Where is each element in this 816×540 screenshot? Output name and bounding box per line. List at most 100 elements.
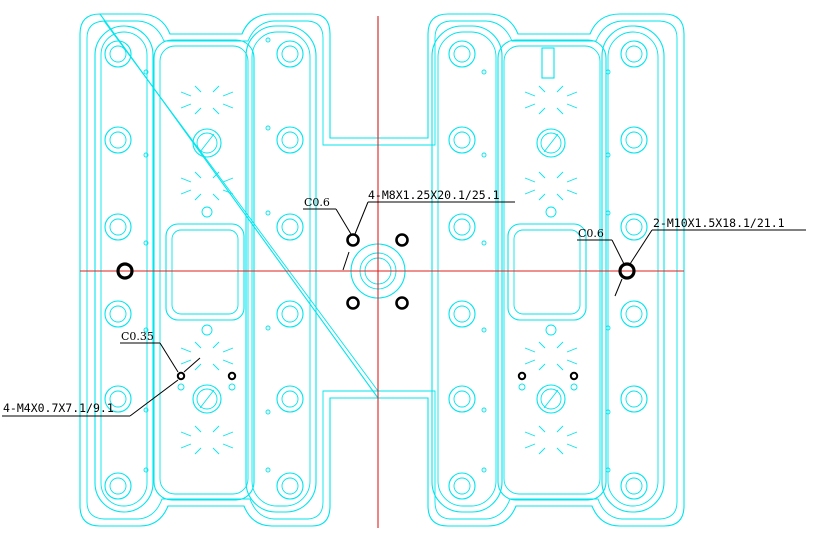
small-dot	[481, 327, 487, 333]
flow-mark	[180, 103, 192, 109]
bolt-boss-inner	[453, 131, 471, 149]
bolt-boss-inner	[625, 45, 643, 63]
m4-hole	[227, 371, 237, 381]
pocket-hole	[201, 206, 213, 218]
bolt-boss-inner	[625, 305, 643, 323]
flow-mark	[194, 107, 202, 115]
bolt-boss-outer	[620, 213, 648, 241]
chamfer-right-label: C0.6	[578, 227, 604, 240]
flow-mark	[180, 91, 192, 97]
small-dot	[265, 325, 271, 331]
flow-mark	[566, 347, 578, 353]
flow-mark	[194, 193, 202, 201]
small-dot	[265, 37, 271, 43]
bolt-boss-inner	[109, 477, 127, 495]
flow-mark	[222, 177, 234, 183]
small-dot	[605, 69, 611, 75]
small-dot	[265, 210, 271, 216]
bolt-boss-outer	[620, 300, 648, 328]
bolt-boss-outer	[448, 213, 476, 241]
flow-mark	[194, 171, 202, 179]
flow-mark	[566, 189, 578, 195]
bolt-boss-inner	[281, 390, 299, 408]
flow-mark	[222, 443, 234, 449]
flow-mark	[524, 347, 536, 353]
small-dot	[265, 125, 271, 131]
flow-mark	[538, 425, 546, 433]
chamfer-arrow	[342, 251, 350, 271]
bolt-boss-inner	[109, 218, 127, 236]
left-pocket-inner	[159, 45, 249, 495]
ejector-boss	[196, 388, 218, 410]
flow-mark	[180, 189, 192, 195]
flow-mark	[194, 341, 202, 349]
bolt-boss-inner	[453, 45, 471, 63]
bolt-boss-outer	[448, 385, 476, 413]
flow-mark	[566, 91, 578, 97]
flow-mark	[524, 103, 536, 109]
bolt-boss-inner	[109, 390, 127, 408]
pocket-hole	[201, 324, 213, 336]
small-dot	[481, 467, 487, 473]
flow-mark	[556, 363, 564, 371]
flow-mark	[180, 431, 192, 437]
m4-hole	[176, 371, 186, 381]
m10-hole	[618, 262, 636, 280]
bolt-boss-outer	[620, 126, 648, 154]
flow-mark	[222, 347, 234, 353]
bolt-boss-inner	[281, 305, 299, 323]
right-rail-right-inner	[607, 31, 659, 507]
left-rail-inner	[100, 31, 148, 507]
ejector-slot	[543, 389, 559, 409]
annotation-center: C0.6 4-M8X1.25X20.1/25.1	[303, 188, 515, 271]
small-dot	[481, 152, 487, 158]
flow-mark	[524, 177, 536, 183]
small-dot	[143, 407, 149, 413]
m4-clearance	[228, 383, 236, 391]
flow-mark	[222, 359, 234, 365]
small-dot	[481, 407, 487, 413]
m8-hole	[346, 296, 360, 310]
bolt-bosses	[104, 40, 648, 500]
bolt-boss-outer	[276, 300, 304, 328]
m8-hole	[395, 233, 409, 247]
right-slot	[541, 47, 555, 79]
flow-mark	[556, 193, 564, 201]
flow-mark	[556, 107, 564, 115]
m10-hole	[116, 262, 134, 280]
thread-left-label: 4-M4X0.7X7.1/9.1	[3, 401, 114, 415]
flow-mark	[222, 103, 234, 109]
m4-hole	[517, 371, 527, 381]
left-plate-inner-outline	[86, 20, 379, 520]
ejector-boss	[536, 128, 566, 158]
bolt-boss-inner	[281, 218, 299, 236]
flow-mark	[556, 425, 564, 433]
chamfer-arrow	[183, 357, 201, 373]
flow-mark	[524, 189, 536, 195]
flow-mark	[194, 85, 202, 93]
left-window-inner	[171, 229, 239, 315]
flow-mark	[538, 171, 546, 179]
flow-mark	[556, 85, 564, 93]
small-dot	[143, 69, 149, 75]
flow-mark	[556, 341, 564, 349]
flow-mark	[566, 359, 578, 365]
thread-left-leader	[129, 379, 179, 417]
small-dot	[143, 152, 149, 158]
flow-mark	[180, 177, 192, 183]
bolt-boss-outer	[620, 385, 648, 413]
bolt-boss-inner	[625, 218, 643, 236]
flow-mark	[566, 443, 578, 449]
small-dot	[605, 325, 611, 331]
bolt-boss-outer	[104, 472, 132, 500]
flow-mark	[538, 107, 546, 115]
flow-mark	[556, 447, 564, 455]
left-window-outer	[165, 223, 245, 321]
bolt-boss-inner	[109, 305, 127, 323]
flow-mark	[222, 431, 234, 437]
ejector-bosses	[192, 128, 566, 414]
bolt-boss-outer	[104, 126, 132, 154]
chamfer-center-label: C0.6	[304, 196, 330, 209]
bolt-boss-outer	[276, 472, 304, 500]
